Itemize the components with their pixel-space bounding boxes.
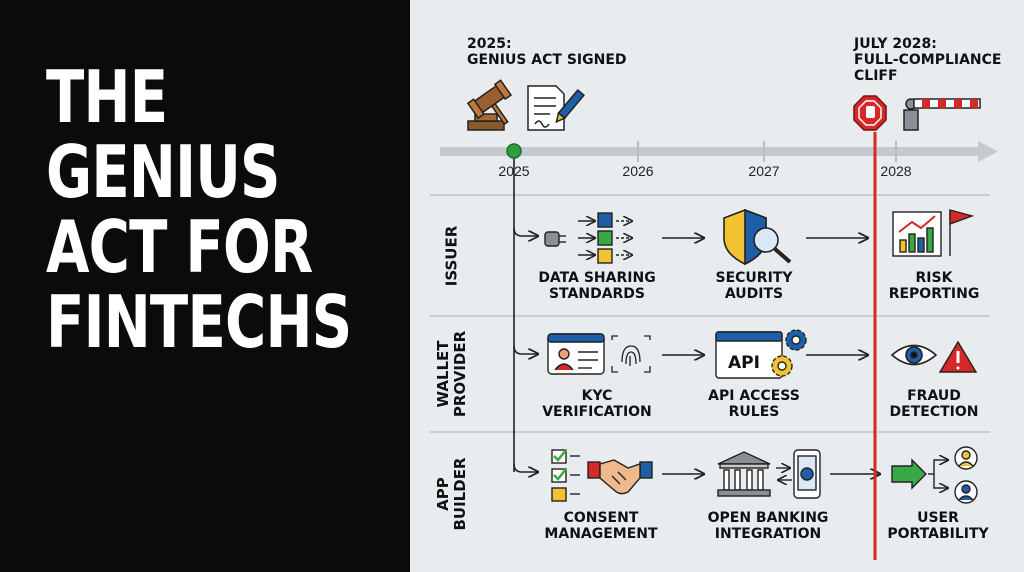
eye-icon <box>890 344 938 366</box>
phone-icon <box>793 449 821 499</box>
title-line-4: FINTECHS <box>46 280 352 364</box>
step-api-access-rules: API ACCESS RULES <box>708 388 800 420</box>
risk-chart-icon <box>892 209 975 257</box>
row-label-wallet-provider: WALLET PROVIDER <box>434 330 469 418</box>
handshake-icon <box>587 459 653 495</box>
step-kyc-verification: KYC VERIFICATION <box>542 388 652 420</box>
step-user-portability: USER PORTABILITY <box>887 510 989 542</box>
step-data-sharing-standards: DATA SHARING STANDARDS <box>538 270 656 302</box>
page-title: THE GENIUS ACT FOR FINTECHS <box>46 55 352 364</box>
start-dot <box>506 143 522 159</box>
api-window-icon: API <box>715 331 783 379</box>
title-line-3: ACT FOR <box>46 205 313 289</box>
link-arrow-icon <box>776 468 792 480</box>
warning-icon <box>938 340 978 373</box>
step-security-audits: SECURITY AUDITS <box>715 270 793 302</box>
milestone-cliff-label: JULY 2028: FULL-COMPLIANCE CLIFF <box>854 36 1002 84</box>
row-separators <box>430 194 990 433</box>
timeline-bar <box>440 141 998 162</box>
flow-arrows <box>662 238 880 474</box>
security-shield-icon <box>723 208 792 266</box>
milestone-start-label: 2025: GENIUS ACT SIGNED <box>467 36 627 68</box>
year-label-2025: 2025 <box>498 163 530 179</box>
step-fraud-detection: FRAUD DETECTION <box>889 388 979 420</box>
gavel-icon <box>466 79 513 131</box>
year-label-2027: 2027 <box>748 163 780 179</box>
title-line-2: GENIUS <box>46 130 281 214</box>
year-label-2028: 2028 <box>880 163 912 179</box>
step-consent-management: CONSENT MANAGEMENT <box>544 510 658 542</box>
data-flow-icon <box>544 212 632 264</box>
step-open-banking-integration: OPEN BANKING INTEGRATION <box>707 510 829 542</box>
stop-sign-icon <box>853 95 887 131</box>
checklist-icon <box>551 449 580 502</box>
gears-icon <box>771 329 807 377</box>
api-icon-label: API <box>728 353 760 373</box>
year-label-2026: 2026 <box>622 163 654 179</box>
step-risk-reporting: RISK REPORTING <box>888 270 980 302</box>
row-label-app-builder: APP BUILDER <box>434 457 469 531</box>
id-card-icon <box>547 333 605 375</box>
signed-document-icon <box>527 85 585 131</box>
portability-icon <box>891 446 978 504</box>
title-panel: THE GENIUS ACT FOR FINTECHS <box>0 0 410 572</box>
bank-icon <box>717 451 771 497</box>
title-line-1: THE <box>46 55 168 139</box>
fingerprint-icon <box>611 335 651 373</box>
branch-connector <box>513 158 538 472</box>
barrier-icon <box>903 98 981 131</box>
timeline-ticks <box>637 141 897 162</box>
